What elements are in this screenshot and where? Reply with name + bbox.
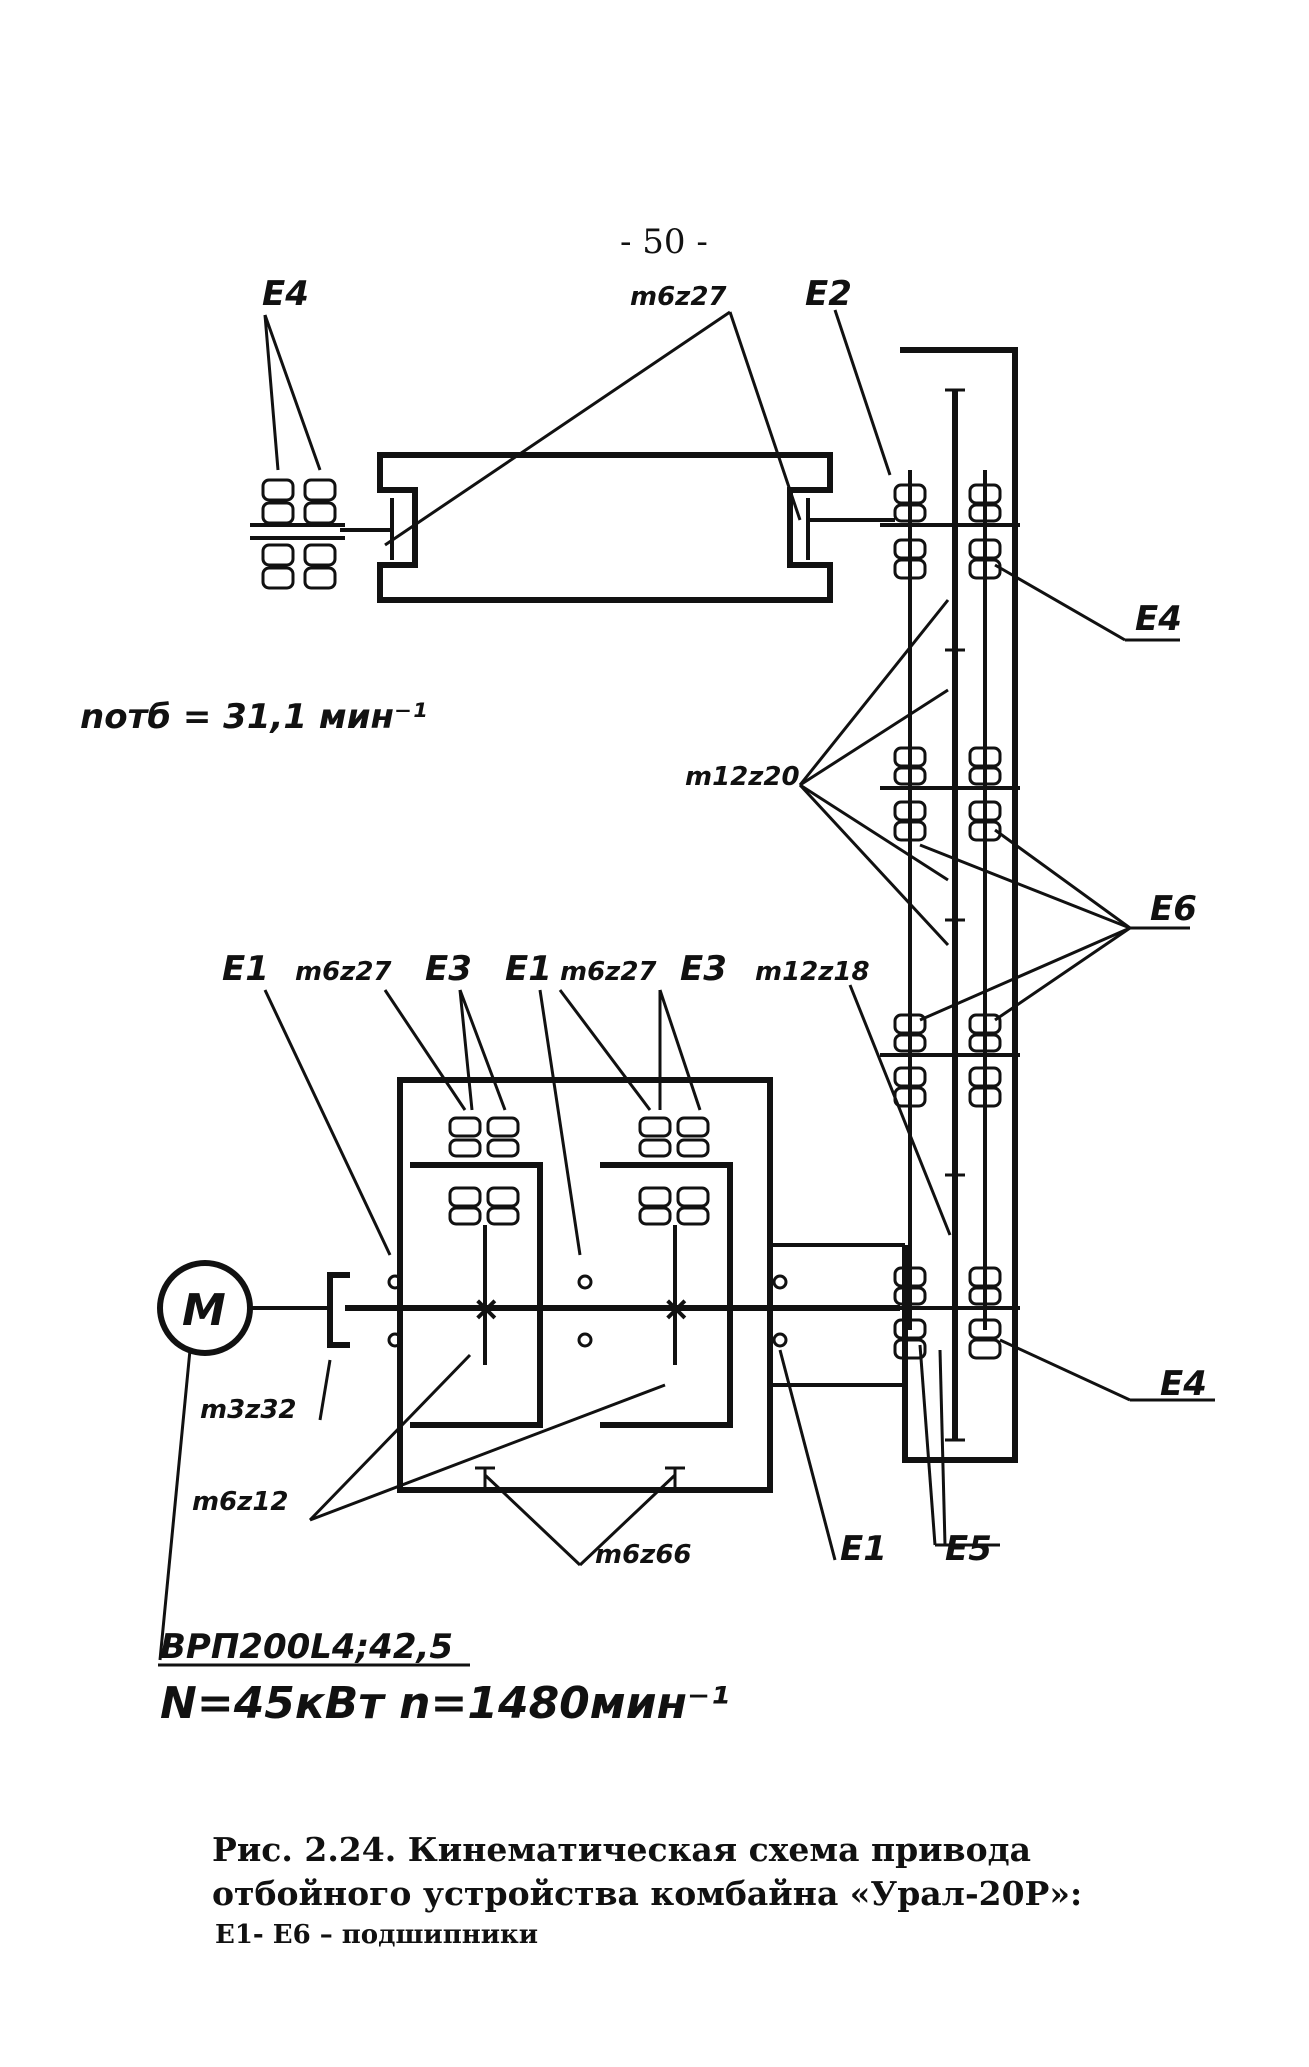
motor-symbol: M bbox=[182, 1285, 226, 1336]
label-m6z27-b: m6z27 bbox=[560, 957, 657, 987]
label-motor-params: N=45кВт n=1480мин⁻¹ bbox=[160, 1678, 730, 1729]
leaders-bottom bbox=[158, 989, 837, 1661]
label-e2: E2 bbox=[805, 274, 852, 314]
label-e1-a: E1 bbox=[222, 949, 269, 989]
label-e5: E5 bbox=[945, 1529, 992, 1569]
label-e4-right-top: E4 bbox=[1135, 599, 1182, 639]
vertical-gear-train bbox=[880, 347, 1020, 1463]
label-motor-type: ВРП200L4;42,5 bbox=[160, 1627, 453, 1667]
leaders-top bbox=[263, 309, 1180, 642]
figure-caption: Рис. 2.24. Кинематическая схема привода … bbox=[212, 1830, 1083, 1913]
label-m12z18: m12z18 bbox=[755, 957, 870, 987]
label-e3-b: E3 bbox=[680, 949, 727, 989]
leaders-right bbox=[798, 599, 1215, 1547]
label-m3z32: m3z32 bbox=[200, 1395, 297, 1425]
label-e1-c: E1 bbox=[840, 1529, 887, 1569]
label-e3-a: E3 bbox=[425, 949, 472, 989]
svg-text:×: × bbox=[472, 1289, 501, 1329]
label-m12z20: m12z20 bbox=[685, 762, 800, 792]
label-n-otb: nотб = 31,1 мин⁻¹ bbox=[80, 697, 427, 737]
output-drum bbox=[377, 452, 833, 603]
page-number: - 50 - bbox=[620, 222, 708, 262]
figure-legend: E1- E6 – подшипники bbox=[215, 1920, 539, 1950]
svg-text:×: × bbox=[662, 1289, 691, 1329]
label-m6z66: m6z66 bbox=[595, 1540, 692, 1570]
label-e4-top: E4 bbox=[262, 274, 309, 314]
label-e4-right-bottom: E4 bbox=[1160, 1364, 1207, 1404]
label-m6z12: m6z12 bbox=[192, 1487, 289, 1517]
label-m6z27-a: m6z27 bbox=[295, 957, 392, 987]
label-e1-b: E1 bbox=[505, 949, 552, 989]
bottom-gearbox: × × bbox=[157, 1077, 905, 1493]
bearings-e4-top-left bbox=[250, 478, 394, 590]
label-m6z27-top: m6z27 bbox=[630, 282, 727, 312]
label-e6: E6 bbox=[1150, 889, 1197, 929]
